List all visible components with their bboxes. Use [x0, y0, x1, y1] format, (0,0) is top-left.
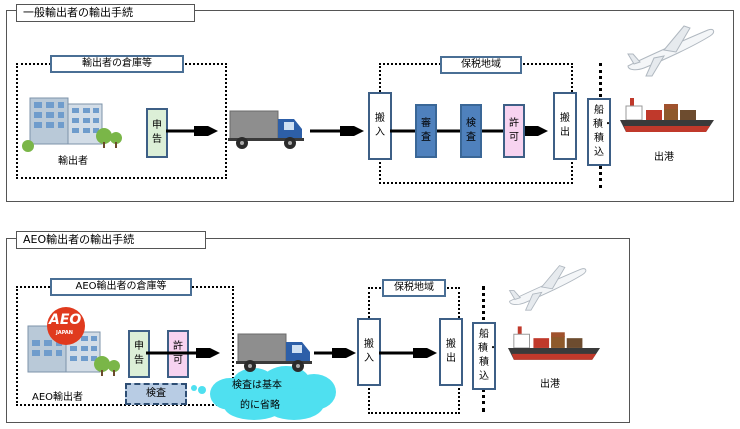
general-carry-out-label: 搬出	[560, 113, 570, 138]
general-permit-box: 許可	[503, 104, 525, 158]
aeo-declare-box: 申告	[128, 330, 150, 378]
general-departure-label: 出港	[654, 152, 674, 163]
aeo-bonded-title: 保税地域	[382, 279, 446, 297]
aeo-arrow-2	[314, 348, 356, 358]
cloud-line1: 検査は基本	[232, 380, 282, 391]
aeo-carry-out-label: 搬出	[446, 339, 456, 364]
general-review-box: 審査	[415, 104, 437, 158]
aeo-arrow-1	[146, 348, 220, 358]
aeo-declare-label: 申告	[134, 341, 144, 366]
general-arrow-2	[310, 126, 364, 136]
aeo-carry-in-label: 搬入	[364, 339, 374, 364]
general-declare-label: 申告	[152, 120, 162, 145]
general-loading-label: 船積・積込	[593, 105, 613, 158]
ship-icon	[620, 98, 714, 132]
cloud-callout-icon	[191, 366, 336, 420]
aeo-loading-label: 船積・積込	[478, 329, 498, 382]
aeo-loading-box: 船積・積込	[472, 322, 498, 390]
truck-icon	[228, 110, 304, 149]
aeo-logo-sub: JAPAN	[56, 330, 73, 336]
aeo-carry-in-box: 搬入	[357, 318, 381, 386]
airplane-icon	[627, 25, 715, 77]
general-bonded-title: 保税地域	[440, 56, 522, 74]
building-icon	[22, 97, 122, 152]
aeo-truck-icon	[236, 333, 312, 372]
aeo-carry-out-box: 搬出	[439, 318, 463, 386]
aeo-warehouse-title: AEO輸出者の倉庫等	[50, 278, 192, 296]
aeo-airplane-icon	[508, 265, 587, 311]
general-carry-out-box: 搬出	[553, 92, 577, 160]
aeo-arrow-3	[379, 348, 437, 358]
aeo-logo-icon	[47, 307, 85, 345]
aeo-permit-label: 許可	[173, 341, 183, 366]
aeo-departure-label: 出港	[540, 379, 560, 390]
aeo-panel-title: AEO輸出者の輸出手続	[16, 231, 206, 249]
general-carry-in-label: 搬入	[375, 113, 385, 138]
cloud-line2: 的に省略	[240, 400, 280, 411]
general-permit-label: 許可	[509, 118, 519, 143]
aeo-inspection-box: 検査	[125, 383, 187, 405]
general-loading-box: 船積・積込	[587, 98, 613, 166]
aeo-logo-text: AEO	[49, 312, 82, 328]
general-review-label: 審査	[421, 118, 431, 143]
aeo-ship-icon	[507, 326, 601, 360]
aeo-inspection-label: 検査	[146, 388, 166, 399]
general-arrow-1	[166, 126, 218, 136]
general-declare-box: 申告	[146, 108, 168, 158]
general-exporter-label: 輸出者	[58, 156, 88, 167]
general-inspection-label: 検査	[466, 118, 476, 143]
general-panel-title: 一般輸出者の輸出手続	[16, 4, 195, 22]
general-carry-in-box: 搬入	[368, 92, 392, 160]
general-inspection-box: 検査	[460, 104, 482, 158]
general-warehouse-title: 輸出者の倉庫等	[50, 55, 184, 73]
aeo-exporter-label: AEO輸出者	[32, 392, 84, 403]
